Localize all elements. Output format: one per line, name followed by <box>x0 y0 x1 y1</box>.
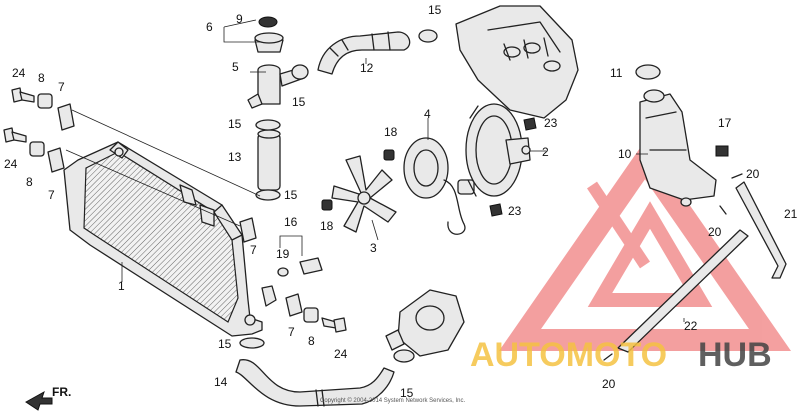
hose-clamps <box>239 29 438 363</box>
leader-lines <box>65 58 685 322</box>
hose-upper <box>317 31 411 75</box>
callout-20: 20 <box>708 225 722 239</box>
watermark-text: AUTOMOTO HUB <box>470 336 772 374</box>
callout-8: 8 <box>26 175 33 189</box>
watermark-part2: HUB <box>698 336 772 374</box>
callout-22: 22 <box>684 319 698 333</box>
callout-5: 5 <box>232 60 239 74</box>
callout-20: 20 <box>602 377 616 391</box>
fr-label: FR. <box>52 385 71 399</box>
callout-23: 23 <box>544 116 558 130</box>
hose-short <box>257 129 281 191</box>
callout-8: 8 <box>38 71 45 85</box>
callout-6: 6 <box>206 20 213 34</box>
callout-10: 10 <box>618 147 632 161</box>
callout-24: 24 <box>4 157 18 171</box>
callout-7: 7 <box>250 243 257 257</box>
water-pump-housing <box>385 289 465 357</box>
callout-7: 7 <box>288 325 295 339</box>
callout-17: 17 <box>718 116 732 130</box>
callout-18: 18 <box>320 219 334 233</box>
head-cover <box>455 5 579 119</box>
callout-15: 15 <box>400 386 414 400</box>
callout-15: 15 <box>428 3 442 17</box>
fan-motor <box>403 137 475 235</box>
watermark-part1: AUTOMOTO <box>470 336 667 374</box>
callout-16: 16 <box>284 215 298 229</box>
copyright-footer: Copyright © 2004-2014 System Network Ser… <box>320 397 465 404</box>
callout-2: 2 <box>542 145 549 159</box>
tubes <box>603 173 787 361</box>
callout-18: 18 <box>384 125 398 139</box>
callout-15: 15 <box>292 95 306 109</box>
callout-8: 8 <box>308 334 315 348</box>
callout-labels: 9 6 5 15 12 15 24 8 7 15 18 4 23 2 11 24… <box>4 3 798 400</box>
callout-23: 23 <box>508 204 522 218</box>
callout-15: 15 <box>228 117 242 131</box>
callout-24: 24 <box>12 66 26 80</box>
callout-20: 20 <box>746 167 760 181</box>
watermark-logo <box>498 140 792 351</box>
callout-9: 9 <box>236 12 243 26</box>
hose-lower <box>235 359 395 407</box>
callout-14: 14 <box>214 375 228 389</box>
callout-15: 15 <box>284 188 298 202</box>
callout-4: 4 <box>424 107 431 121</box>
callout-11: 11 <box>610 66 623 80</box>
thermo-switch <box>277 235 323 277</box>
callout-1: 1 <box>118 279 125 293</box>
front-direction-marker: FR. <box>25 385 71 411</box>
reserve-tank <box>635 64 717 207</box>
callout-12: 12 <box>360 61 374 75</box>
callout-3: 3 <box>370 241 377 255</box>
callout-7: 7 <box>48 188 55 202</box>
callout-21: 21 <box>784 207 798 221</box>
callout-19: 19 <box>276 247 290 261</box>
callout-15: 15 <box>218 337 232 351</box>
fasteners <box>3 87 729 333</box>
callout-13: 13 <box>228 150 242 164</box>
callout-7: 7 <box>58 80 65 94</box>
fan-blade <box>331 155 397 233</box>
callout-24: 24 <box>334 347 348 361</box>
fan-shroud <box>465 103 531 197</box>
